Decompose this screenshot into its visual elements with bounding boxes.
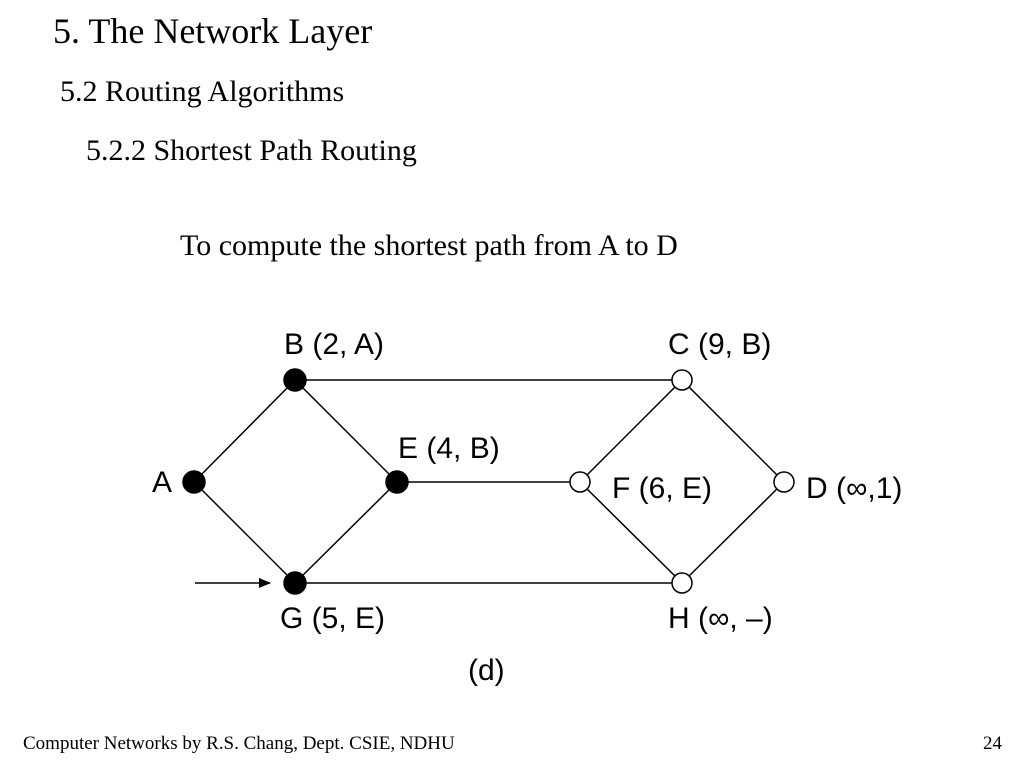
node-g xyxy=(283,571,307,595)
node-label-a: A xyxy=(152,466,172,499)
edge-c-f xyxy=(579,379,683,483)
diagram-caption: To compute the shortest path from A to D xyxy=(180,229,678,262)
edge-a-b xyxy=(193,379,296,483)
node-e xyxy=(385,470,409,494)
page-title: 5. The Network Layer xyxy=(53,11,373,51)
node-h xyxy=(671,572,693,594)
section-heading: 5.2 Routing Algorithms xyxy=(60,75,345,108)
footer-credit: Computer Networks by R.S. Chang, Dept. C… xyxy=(23,733,455,754)
subsection-heading: 5.2.2 Shortest Path Routing xyxy=(86,134,417,167)
node-label-e: E (4, B) xyxy=(398,432,500,465)
node-label-d: D (∞,1) xyxy=(806,472,902,505)
node-a xyxy=(182,470,206,494)
node-label-b: B (2, A) xyxy=(284,328,384,361)
edge-c-d xyxy=(681,379,785,483)
node-label-c: C (9, B) xyxy=(668,328,771,361)
node-f xyxy=(569,471,591,493)
node-label-h: H (∞, –) xyxy=(668,602,773,635)
edge-b-e xyxy=(294,379,398,483)
edge-f-h xyxy=(579,481,683,584)
node-b xyxy=(283,368,307,392)
node-label-g: G (5, E) xyxy=(280,602,385,635)
edge-a-g xyxy=(193,481,296,584)
node-c xyxy=(671,369,693,391)
node-d xyxy=(773,471,795,493)
page-number: 24 xyxy=(983,733,1002,754)
panel-label: (d) xyxy=(468,654,505,687)
edge-h-d xyxy=(681,481,785,584)
node-label-f: F (6, E) xyxy=(612,472,712,505)
edge-e-g xyxy=(294,481,398,584)
